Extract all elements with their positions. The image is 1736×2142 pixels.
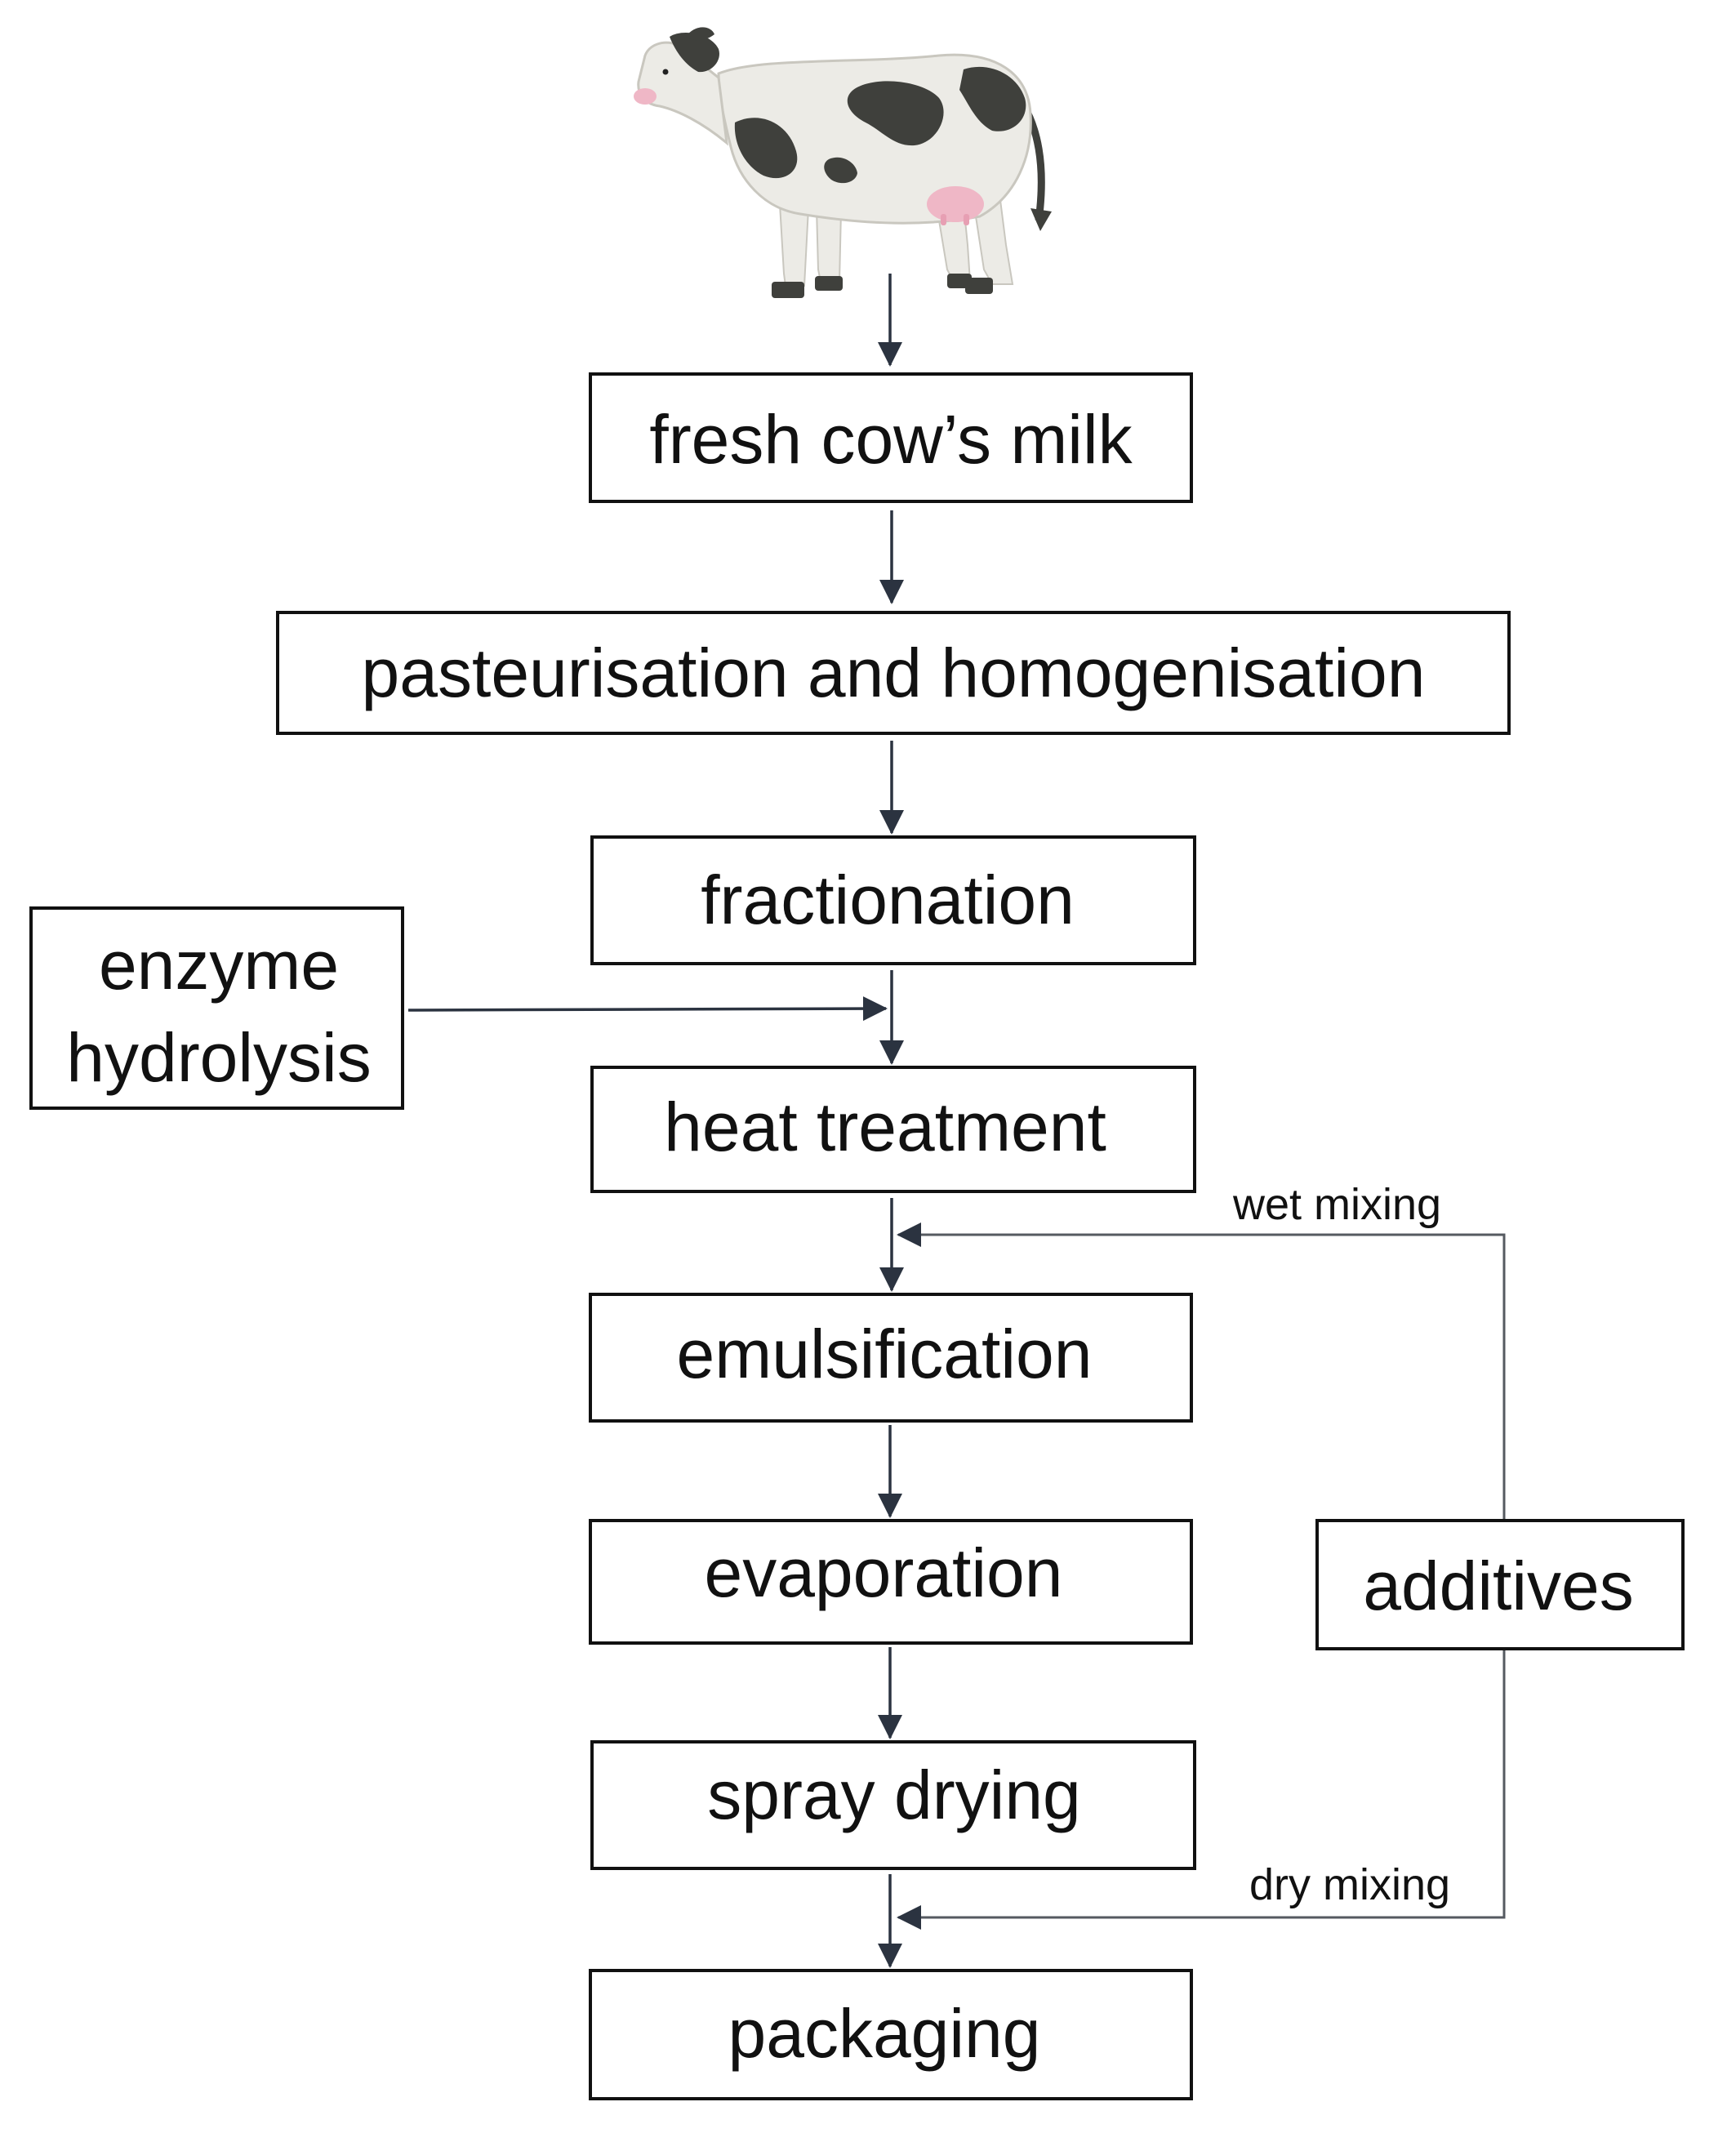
node-pasteurisation: pasteurisation and homogenisation xyxy=(276,611,1511,735)
svg-text:packaging: packaging xyxy=(728,1995,1041,2072)
svg-text:spray drying: spray drying xyxy=(707,1757,1081,1833)
node-evaporation: evaporation xyxy=(589,1519,1193,1645)
svg-text:hydrolysis: hydrolysis xyxy=(66,1019,371,1096)
svg-text:enzyme: enzyme xyxy=(99,927,339,1004)
cow-icon xyxy=(634,27,1052,298)
node-fresh-milk: fresh cow’s milk xyxy=(589,372,1193,503)
node-spray-drying: spray drying xyxy=(590,1740,1196,1870)
node-additives: additives xyxy=(1315,1519,1685,1650)
svg-text:fresh cow’s milk: fresh cow’s milk xyxy=(649,401,1133,478)
connector-dry-mixing xyxy=(897,1645,1506,1930)
label-wet-mixing: wet mixing xyxy=(1232,1180,1441,1229)
svg-text:evaporation: evaporation xyxy=(705,1534,1063,1611)
svg-text:pasteurisation and homogenisat: pasteurisation and homogenisation xyxy=(362,635,1426,711)
svg-text:emulsification: emulsification xyxy=(677,1316,1093,1392)
svg-text:additives: additives xyxy=(1363,1547,1634,1624)
node-enzyme-hydrolysis: enzyme hydrolysis xyxy=(29,906,404,1110)
svg-text:heat treatment: heat treatment xyxy=(664,1089,1106,1165)
arrow-enzyme-to-flow xyxy=(407,996,888,1022)
node-emulsification: emulsification xyxy=(589,1293,1193,1423)
node-packaging: packaging xyxy=(589,1969,1193,2100)
label-dry-mixing: dry mixing xyxy=(1249,1860,1450,1909)
node-heat-treatment: heat treatment xyxy=(590,1066,1196,1193)
connector-wet-mixing xyxy=(897,1222,1506,1519)
svg-text:fractionation: fractionation xyxy=(701,862,1075,938)
node-fractionation: fractionation xyxy=(590,835,1196,965)
